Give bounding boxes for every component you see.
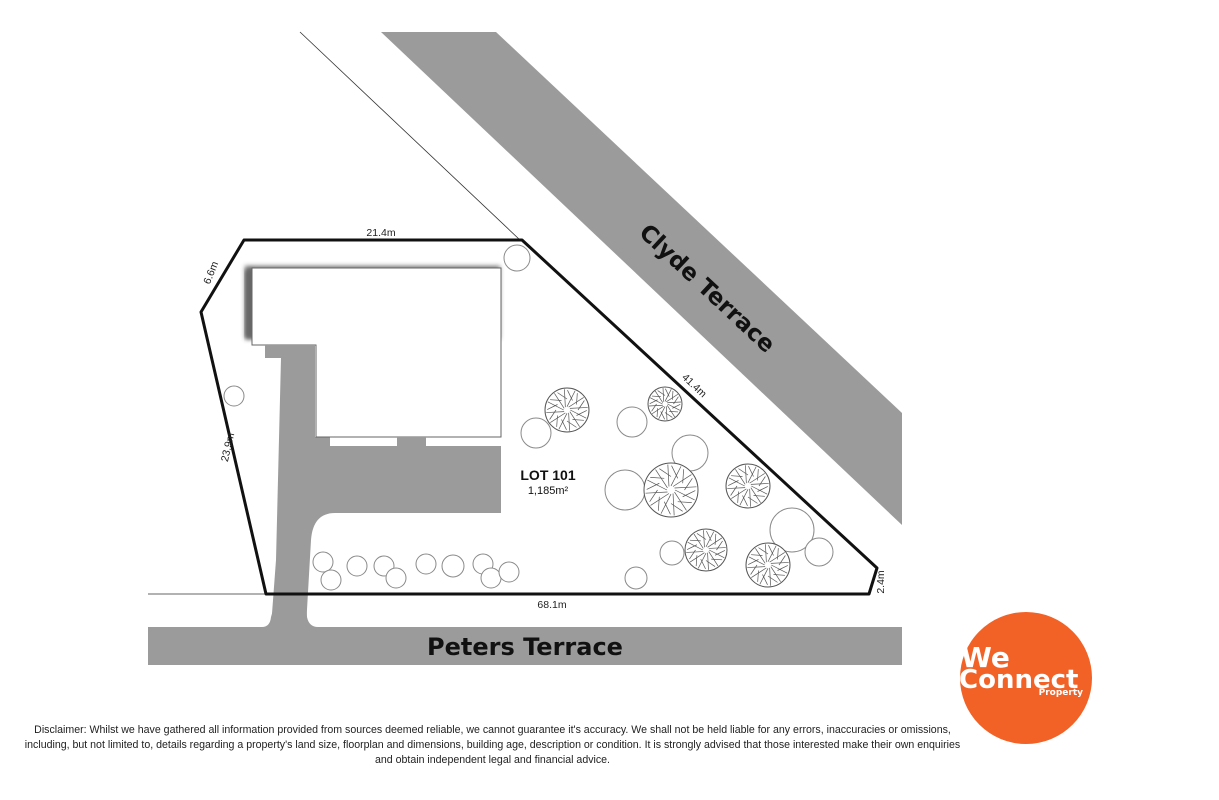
tree-symbol bbox=[647, 386, 683, 422]
house-porch bbox=[265, 345, 315, 358]
logo-line-1: We bbox=[961, 641, 1010, 674]
lot-area: 1,185m² bbox=[528, 485, 569, 497]
logo-line-2: Connect bbox=[959, 665, 1078, 695]
clyde-terrace-road bbox=[381, 32, 902, 525]
tree-symbol bbox=[684, 528, 728, 572]
tree-symbol bbox=[544, 387, 590, 433]
disclaimer: Disclaimer: Whilst we have gathered all … bbox=[24, 724, 961, 766]
lot-title: LOT 101 bbox=[520, 467, 575, 483]
lot-boundary bbox=[199, 238, 879, 596]
peters-terrace-label: Peters Terrace bbox=[427, 633, 623, 661]
tree-symbol bbox=[725, 463, 771, 509]
logo-line-3: Property bbox=[1039, 688, 1084, 698]
house-step bbox=[397, 437, 426, 446]
house-footprint bbox=[251, 267, 502, 438]
dim-diagonal: 41.4m bbox=[679, 371, 709, 400]
trees-dark bbox=[544, 386, 791, 588]
logo-circle bbox=[960, 612, 1092, 744]
clyde-terrace-kerb-line bbox=[299, 31, 521, 241]
peters-terrace-road bbox=[148, 600, 902, 665]
house-small-shadow bbox=[245, 270, 253, 338]
dim-right: 2.4m bbox=[875, 570, 887, 594]
dim-bottom: 68.1m bbox=[537, 599, 566, 611]
dim-top: 21.4m bbox=[366, 227, 395, 239]
tree-symbol bbox=[643, 462, 699, 518]
we-connect-logo: We Connect Property bbox=[959, 612, 1092, 744]
trees-light bbox=[223, 244, 834, 591]
driveway bbox=[271, 358, 501, 627]
tree-symbol bbox=[745, 542, 791, 588]
